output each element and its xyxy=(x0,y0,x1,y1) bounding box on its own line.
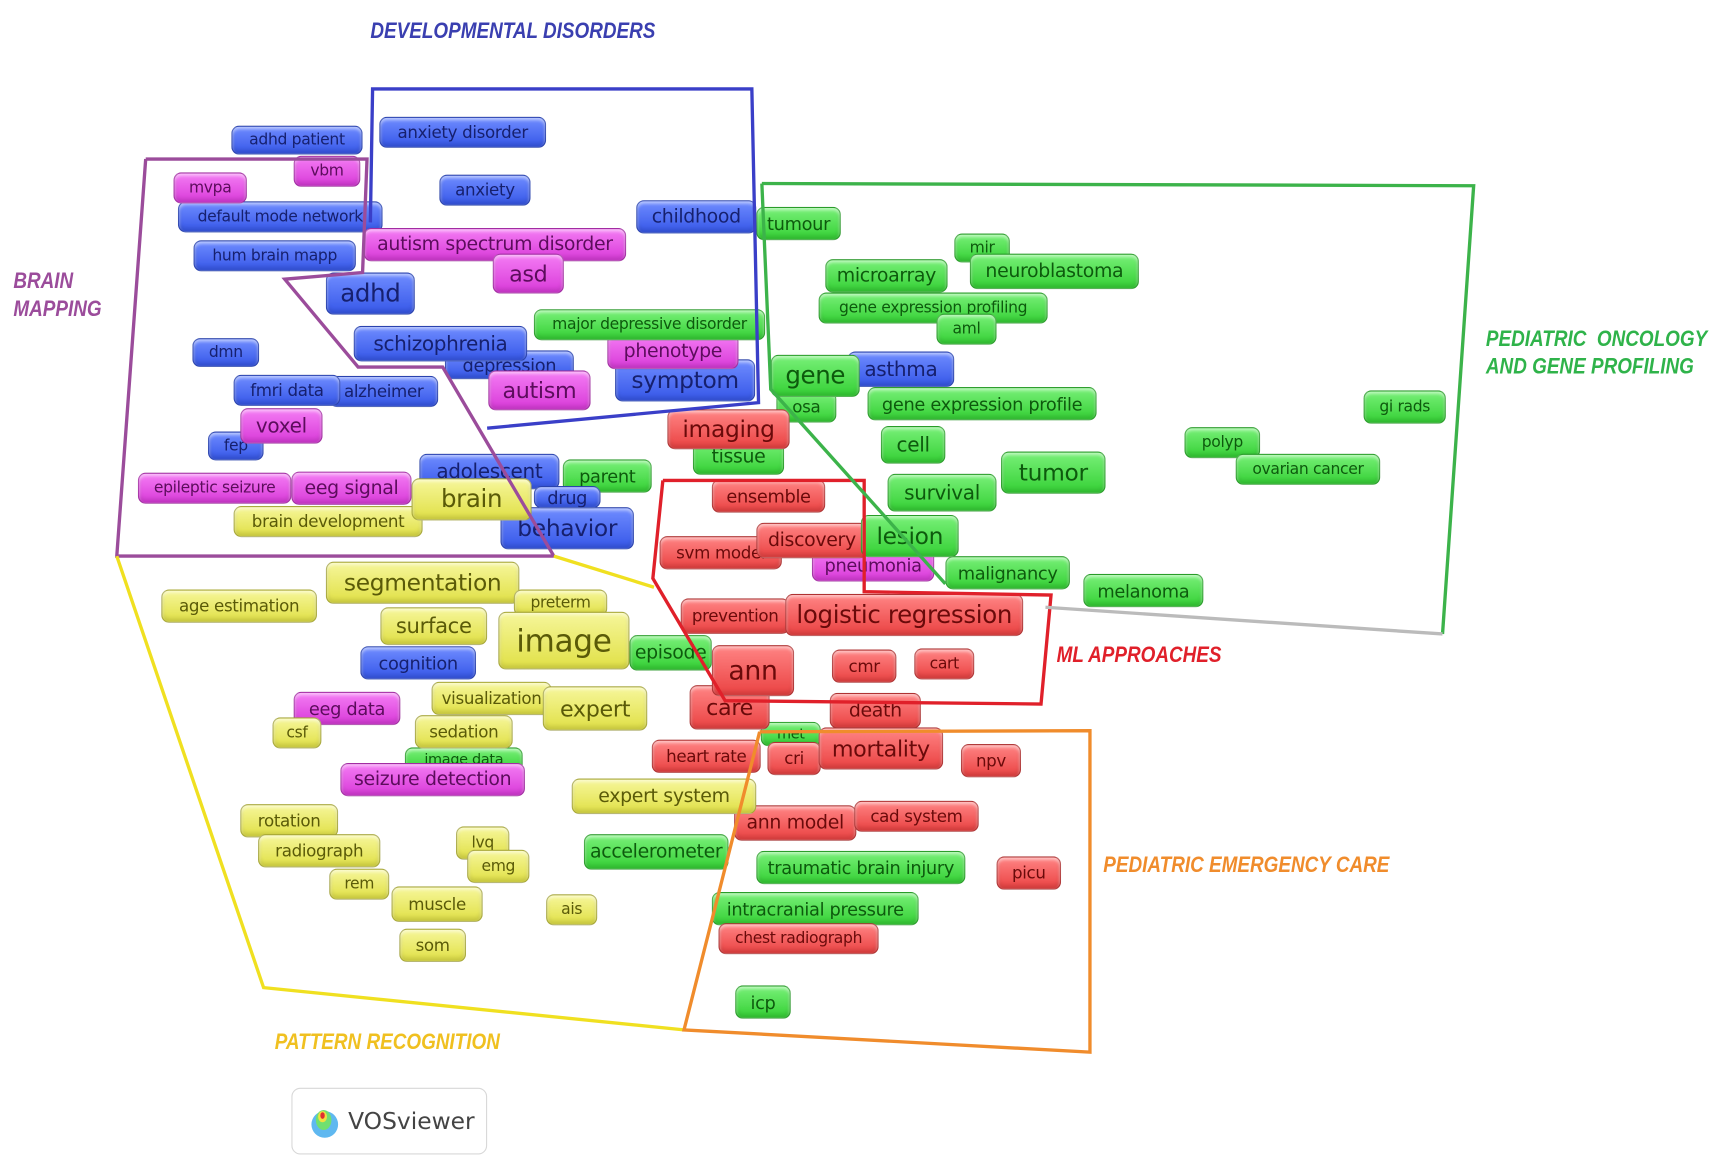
keyword-node-cad-system[interactable]: cad system xyxy=(854,800,979,832)
title-line: BRAIN xyxy=(13,269,74,294)
keyword-node-gene-expression-profile[interactable]: gene expression profile xyxy=(867,387,1097,421)
keyword-node-lesion[interactable]: lesion xyxy=(860,514,959,558)
keyword-node-logistic-regression[interactable]: logistic regression xyxy=(785,593,1024,637)
keyword-node-image[interactable]: image xyxy=(498,611,630,670)
keyword-node-brain-development[interactable]: brain development xyxy=(233,506,423,538)
keyword-node-dmn[interactable]: dmn xyxy=(192,338,260,368)
keyword-node-ann[interactable]: ann xyxy=(711,645,795,697)
keyword-node-picu[interactable]: picu xyxy=(996,856,1062,890)
keyword-node-chest-radiograph[interactable]: chest radiograph xyxy=(718,923,879,955)
keyword-node-visualization[interactable]: visualization xyxy=(431,681,552,716)
keyword-node-autism[interactable]: autism xyxy=(488,370,591,411)
title-line: AND GENE PROFILING xyxy=(1485,354,1694,380)
keyword-node-default-mode-network[interactable]: default mode network xyxy=(177,201,383,233)
keyword-node-gi-rads[interactable]: gi rads xyxy=(1363,390,1446,424)
cluster-title-pediatric-emergency-care: PEDIATRIC EMERGENCY CARE xyxy=(1103,853,1390,878)
keyword-node-eeg-signal[interactable]: eeg signal xyxy=(291,471,412,505)
keyword-node-heart-rate[interactable]: heart rate xyxy=(651,739,761,773)
vosviewer-logo: VOSviewer xyxy=(291,1087,488,1155)
keyword-node-adhd-patient[interactable]: adhd patient xyxy=(231,125,363,155)
keyword-node-npv[interactable]: npv xyxy=(960,744,1021,778)
keyword-node-segmentation[interactable]: segmentation xyxy=(325,561,520,604)
keyword-node-discovery[interactable]: discovery xyxy=(756,522,868,559)
keyword-node-major-depressive-disorder[interactable]: major depressive disorder xyxy=(533,309,766,341)
vosviewer-logo-icon xyxy=(311,1109,339,1138)
keyword-node-mortality[interactable]: mortality xyxy=(818,727,944,770)
keyword-node-episode[interactable]: episode xyxy=(629,635,712,671)
outline-pattern-recognition-2 xyxy=(553,554,655,589)
keyword-node-surface[interactable]: surface xyxy=(380,607,488,646)
keyword-node-alzheimer[interactable]: alzheimer xyxy=(329,375,439,408)
keyword-node-sedation[interactable]: sedation xyxy=(414,715,513,749)
keyword-node-seizure-detection[interactable]: seizure detection xyxy=(340,762,525,797)
keyword-node-asd[interactable]: asd xyxy=(492,253,564,294)
keyword-node-prevention[interactable]: prevention xyxy=(680,598,790,634)
keyword-node-schizophrenia[interactable]: schizophrenia xyxy=(353,325,528,362)
keyword-node-neuroblastoma[interactable]: neuroblastoma xyxy=(969,253,1139,290)
keyword-node-parent[interactable]: parent xyxy=(562,459,652,493)
keyword-node-epileptic-seizure[interactable]: epileptic seizure xyxy=(137,472,292,504)
keyword-node-vbm[interactable]: vbm xyxy=(293,155,361,187)
keyword-node-anxiety-disorder[interactable]: anxiety disorder xyxy=(379,116,547,148)
keyword-node-expert[interactable]: expert xyxy=(542,686,648,731)
keyword-node-cmr[interactable]: cmr xyxy=(831,649,897,683)
keyword-node-malignancy[interactable]: malignancy xyxy=(945,556,1070,590)
keyword-node-childhood[interactable]: childhood xyxy=(636,200,757,234)
keyword-node-cri[interactable]: cri xyxy=(767,741,821,776)
keyword-node-hum-brain-mapp[interactable]: hum brain mapp xyxy=(193,240,356,272)
keyword-node-rotation[interactable]: rotation xyxy=(240,804,339,838)
keyword-node-som[interactable]: som xyxy=(399,928,467,963)
cluster-title-ml-approaches: ML APPROACHES xyxy=(1056,642,1222,668)
keyword-node-melanoma[interactable]: melanoma xyxy=(1083,573,1204,608)
keyword-node-ensemble[interactable]: ensemble xyxy=(711,479,826,513)
keyword-node-gene-expression-profiling[interactable]: gene expression profiling xyxy=(818,292,1048,324)
outline-pediatric-oncology-gray xyxy=(1045,605,1443,636)
keyword-node-traumatic-brain-injury[interactable]: traumatic brain injury xyxy=(756,850,966,885)
keyword-node-cell[interactable]: cell xyxy=(880,425,946,464)
keyword-node-imaging[interactable]: imaging xyxy=(667,409,790,450)
keyword-node-rem[interactable]: rem xyxy=(329,868,390,900)
keyword-node-ais[interactable]: ais xyxy=(546,894,598,926)
keyword-node-mvpa[interactable]: mvpa xyxy=(173,172,247,204)
keyword-node-fmri-data[interactable]: fmri data xyxy=(233,374,341,406)
keyword-node-aml[interactable]: aml xyxy=(936,313,997,345)
keyword-node-age-estimation[interactable]: age estimation xyxy=(161,589,317,623)
keyword-node-accelerometer[interactable]: accelerometer xyxy=(583,834,729,870)
keyword-node-ovarian-cancer[interactable]: ovarian cancer xyxy=(1235,453,1381,485)
keyword-node-muscle[interactable]: muscle xyxy=(391,886,483,923)
keyword-node-csf[interactable]: csf xyxy=(272,717,322,749)
vosviewer-logo-text: VOSviewer xyxy=(348,1107,475,1135)
keyword-node-drug[interactable]: drug xyxy=(533,486,601,509)
keyword-node-expert-system[interactable]: expert system xyxy=(571,778,757,815)
keyword-node-adhd[interactable]: adhd xyxy=(325,272,415,315)
cluster-title-brain-mapping: BRAIN MAPPING xyxy=(13,268,101,324)
keyword-node-microarray[interactable]: microarray xyxy=(825,259,948,293)
keyword-node-intracranial-pressure[interactable]: intracranial pressure xyxy=(711,891,919,926)
keyword-node-asthma[interactable]: asthma xyxy=(847,351,955,388)
keyword-node-tumor[interactable]: tumor xyxy=(1000,451,1106,494)
keyword-node-voxel[interactable]: voxel xyxy=(240,408,323,444)
keyword-node-gene[interactable]: gene xyxy=(770,354,860,398)
keyword-node-anxiety[interactable]: anxiety xyxy=(439,174,531,206)
keyword-node-emg[interactable]: emg xyxy=(467,849,530,884)
title-line: MAPPING xyxy=(13,296,102,322)
keyword-node-brain[interactable]: brain xyxy=(411,478,532,521)
keyword-node-cognition[interactable]: cognition xyxy=(360,646,477,680)
cluster-title-pattern-recognition: PATTERN RECOGNITION xyxy=(274,1029,500,1055)
keyword-node-radiograph[interactable]: radiograph xyxy=(258,834,381,868)
keyword-node-icp[interactable]: icp xyxy=(735,985,791,1019)
cluster-title-pediatric-oncology: PEDIATRIC ONCOLOGY AND GENE PROFILING xyxy=(1486,326,1707,382)
cluster-title-developmental-disorders: DEVELOPMENTAL DISORDERS xyxy=(370,18,656,44)
keyword-node-death[interactable]: death xyxy=(829,692,921,729)
title-line: PEDIATRIC ONCOLOGY xyxy=(1485,326,1708,352)
keyword-node-cart[interactable]: cart xyxy=(914,648,975,680)
keyword-node-survival[interactable]: survival xyxy=(887,473,997,512)
keyword-node-tumour[interactable]: tumour xyxy=(756,206,841,241)
